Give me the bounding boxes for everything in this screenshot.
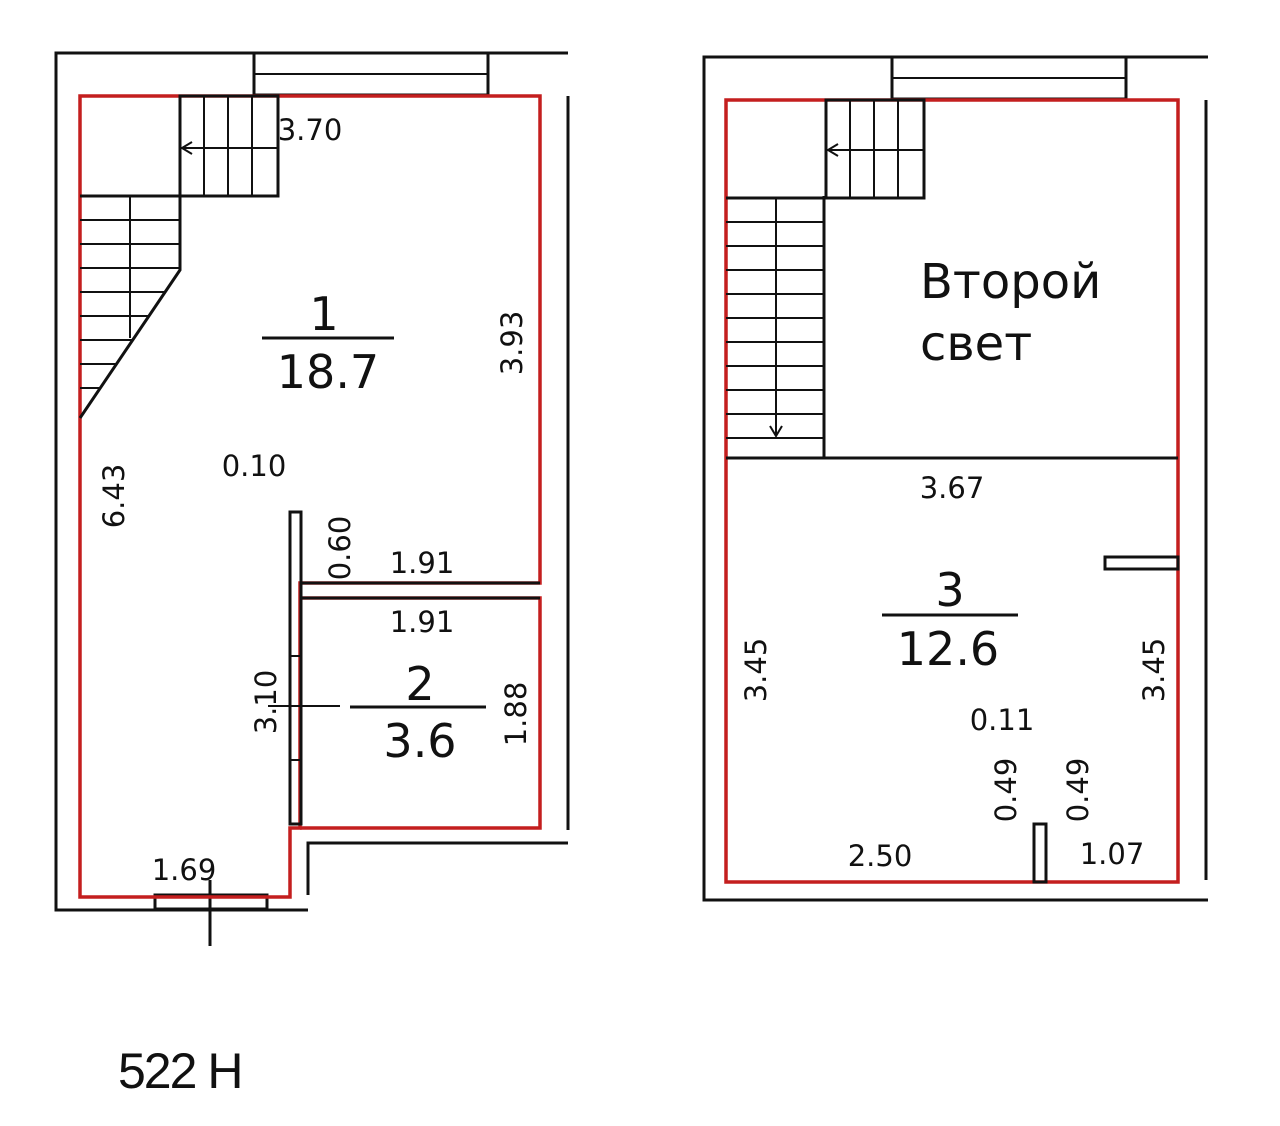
room-3-number: 3: [935, 563, 964, 617]
unit-label: 522 Н: [118, 1043, 241, 1099]
dim-3-93: 3.93: [495, 311, 529, 376]
dim-1-07: 1.07: [1080, 837, 1145, 871]
room-1-outline: [78, 94, 542, 899]
room-3-outline: [724, 98, 1180, 884]
dim-2-50: 2.50: [848, 839, 913, 873]
wall-stub-right: [1103, 555, 1180, 571]
room-2-area: 3.6: [383, 714, 456, 768]
room-3-area: 12.6: [897, 622, 999, 676]
dim-1-91-top: 1.91: [390, 546, 455, 580]
dim-3-10: 3.10: [249, 670, 283, 735]
level-2-stairs: [726, 98, 926, 439]
wall-stub-bottom: [1032, 822, 1048, 884]
level-1-plan: 1 18.7 2 3.6 3.70 3.93 6.43 0.10 0.60 1.…: [54, 51, 570, 946]
dim-0-10: 0.10: [222, 449, 287, 483]
dim-3-67: 3.67: [920, 471, 985, 505]
dim-1-69: 1.69: [152, 853, 217, 887]
dim-0-49-a: 0.49: [989, 758, 1023, 823]
dim-1-91-bottom: 1.91: [390, 605, 455, 639]
dim-1-88: 1.88: [499, 682, 533, 747]
partition-wall: [288, 510, 303, 826]
level-2-plan: Второй свет 3 12.6 3.67 3.45 3.45 0.11 0…: [702, 55, 1208, 902]
room-1-area: 18.7: [277, 345, 379, 399]
dim-0-11: 0.11: [970, 703, 1035, 737]
second-light-line-1: Второй: [920, 254, 1101, 310]
level-1-outer-wall: [54, 51, 568, 912]
room-1-number: 1: [309, 287, 338, 341]
dim-0-60: 0.60: [323, 516, 357, 581]
dim-3-45-left: 3.45: [739, 638, 773, 703]
dim-6-43: 6.43: [97, 464, 131, 529]
dim-0-49-b: 0.49: [1061, 758, 1095, 823]
dim-3-70: 3.70: [278, 113, 343, 147]
room-2-number: 2: [405, 657, 434, 711]
second-light-line-2: свет: [920, 316, 1032, 372]
dim-3-45-right: 3.45: [1137, 638, 1171, 703]
level-1-stairs: [78, 94, 280, 419]
